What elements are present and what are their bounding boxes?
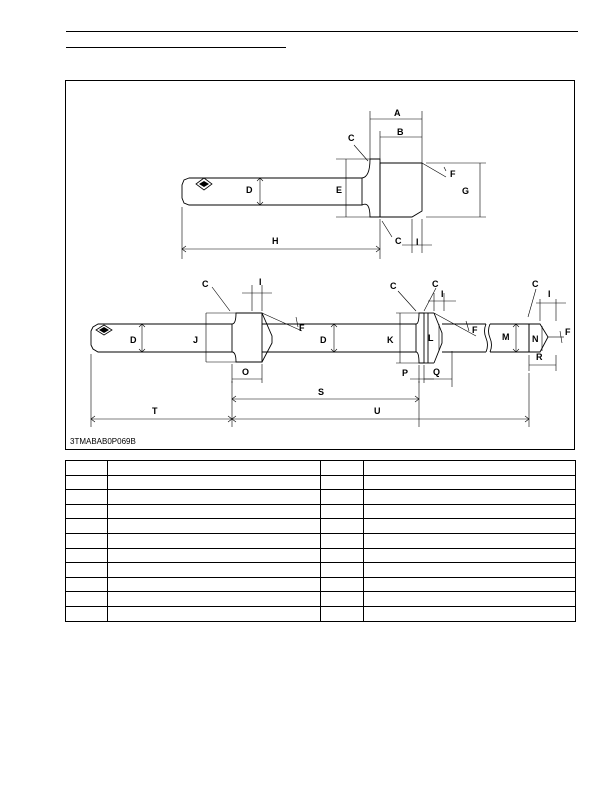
table-cell [320, 474, 364, 491]
table-cell [363, 489, 576, 505]
table-row [65, 562, 576, 578]
table-cell [65, 474, 108, 491]
table-row [65, 532, 576, 549]
label-K: K [387, 335, 394, 345]
table-cell [65, 503, 108, 520]
table-cell [320, 547, 364, 564]
label-I-2: I [441, 289, 444, 299]
label-B: B [397, 127, 404, 137]
label-C-1: C [202, 279, 209, 289]
label-F-2: F [472, 325, 478, 335]
label-C-2: C [390, 281, 397, 291]
table-cell [320, 576, 364, 593]
table-row [65, 503, 576, 520]
table-cell [65, 576, 108, 593]
label-A: A [394, 108, 401, 118]
table-cell [65, 489, 108, 505]
table-cell [107, 605, 321, 622]
table-cell [320, 562, 364, 578]
label-F-1: F [299, 323, 305, 333]
table-cell [65, 532, 108, 549]
table-cell [107, 562, 321, 578]
table-row [65, 591, 576, 607]
label-G: G [462, 186, 469, 196]
table-row [65, 489, 576, 505]
label-F-3: F [565, 327, 571, 337]
table-cell [107, 532, 321, 549]
spec-table [65, 460, 576, 622]
tool-drawing-figure: D E G F A B C [65, 80, 575, 450]
spec-table-body [65, 460, 576, 622]
label-C-bottom: C [395, 236, 402, 246]
table-cell [107, 489, 321, 505]
table-cell [363, 503, 576, 520]
table-cell [363, 591, 576, 607]
table-cell [320, 489, 364, 505]
table-cell [363, 532, 576, 549]
label-N: N [532, 334, 539, 344]
table-cell [107, 460, 321, 476]
table-cell [65, 460, 108, 476]
table-cell [107, 474, 321, 491]
table-row [65, 576, 576, 593]
header-rule [66, 31, 578, 32]
table-cell [320, 605, 364, 622]
tool-drawing: D E G F A B C [90, 108, 571, 427]
label-R: R [536, 352, 543, 362]
label-D: D [246, 185, 253, 195]
table-cell [65, 605, 108, 622]
label-I-3: I [548, 289, 551, 299]
table-cell [363, 518, 576, 534]
table-cell [65, 562, 108, 578]
label-S: S [318, 387, 324, 397]
table-cell [320, 503, 364, 520]
table-cell [320, 518, 364, 534]
label-E: E [336, 185, 342, 195]
label-D-left: D [130, 335, 137, 345]
title-underline [66, 47, 286, 48]
label-C-4: C [532, 279, 539, 289]
table-row [65, 605, 576, 622]
table-cell [363, 605, 576, 622]
table-cell [363, 547, 576, 564]
table-cell [65, 591, 108, 607]
table-row [65, 460, 576, 476]
table-cell [320, 532, 364, 549]
label-T: T [152, 406, 158, 416]
bottom-tool: D J C I F O D [90, 277, 571, 427]
table-cell [320, 460, 364, 476]
table-cell [107, 591, 321, 607]
label-O: O [242, 367, 249, 377]
table-cell [363, 460, 576, 476]
label-H: H [272, 236, 279, 246]
table-row [65, 547, 576, 564]
table-cell [65, 547, 108, 564]
label-I: I [416, 237, 419, 247]
label-M: M [502, 332, 510, 342]
table-cell [65, 518, 108, 534]
table-cell [320, 591, 364, 607]
label-C-3: C [432, 279, 439, 289]
table-cell [107, 518, 321, 534]
table-cell [107, 503, 321, 520]
label-P: P [402, 368, 408, 378]
label-Q: Q [433, 367, 440, 377]
table-cell [107, 547, 321, 564]
label-I-1: I [259, 277, 262, 287]
table-cell [363, 474, 576, 491]
table-row [65, 474, 576, 491]
label-J: J [193, 335, 198, 345]
label-L: L [428, 333, 434, 343]
label-U: U [374, 406, 381, 416]
figure-code: 3TMABAB0P069B [70, 437, 136, 446]
label-D-middle: D [320, 335, 327, 345]
label-C-top: C [348, 133, 355, 143]
table-cell [107, 576, 321, 593]
label-F: F [450, 169, 456, 179]
table-row [65, 518, 576, 534]
top-tool: D E G F A B C [181, 108, 486, 259]
table-cell [363, 576, 576, 593]
table-cell [363, 562, 576, 578]
